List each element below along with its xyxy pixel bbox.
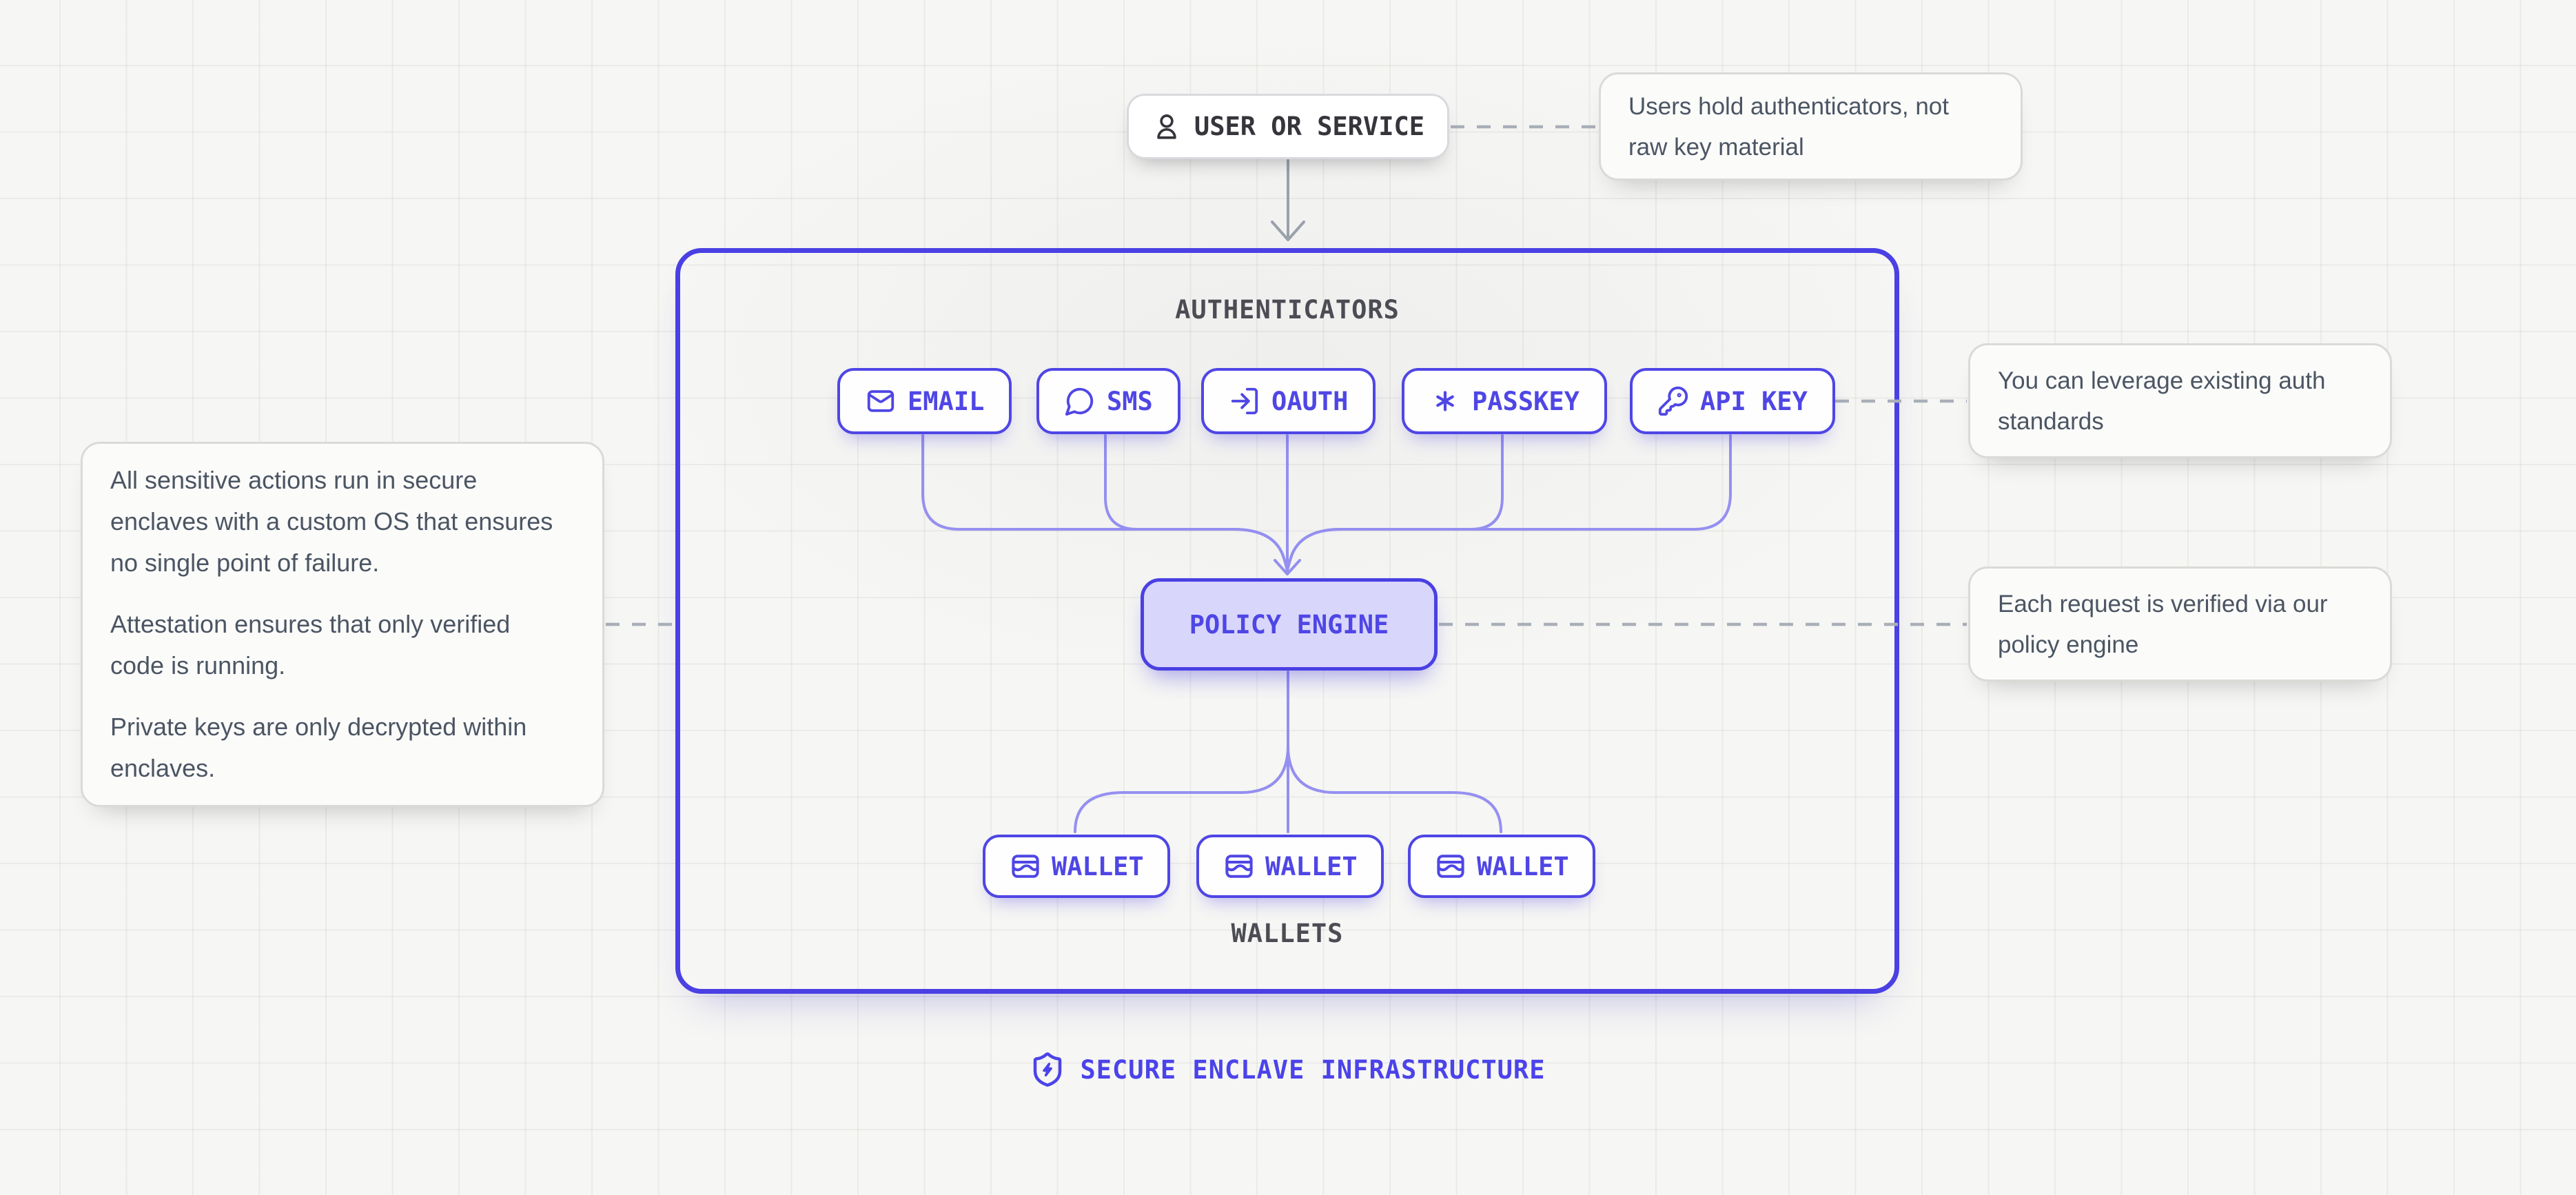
- auth-chip-label: API KEY: [1700, 386, 1808, 416]
- annotation-secure-enclaves: All sensitive actions run in secure encl…: [81, 442, 604, 807]
- login-arrow-icon: [1229, 385, 1260, 417]
- wallet-node[interactable]: WALLET: [983, 835, 1170, 898]
- annotation-text: Users hold authenticators, not raw key m…: [1628, 92, 1949, 161]
- dashed-links: [606, 125, 1967, 626]
- auth-chip-passkey[interactable]: PASSKEY: [1402, 368, 1607, 434]
- authenticators-title: AUTHENTICATORS: [1175, 295, 1400, 325]
- wallet-icon: [1009, 850, 1042, 883]
- user-to-box-arrow: [1271, 159, 1305, 241]
- auth-chip-label: SMS: [1107, 386, 1153, 416]
- annotation-paragraph: All sensitive actions run in secure encl…: [110, 466, 553, 577]
- auth-chip-sms[interactable]: SMS: [1036, 368, 1180, 434]
- annotation-paragraph: Private keys are only decrypted within e…: [110, 713, 527, 782]
- wallets-title: WALLETS: [1231, 919, 1344, 948]
- auth-chip-label: EMAIL: [908, 386, 985, 416]
- user-or-service-node[interactable]: USER OR SERVICE: [1127, 94, 1449, 159]
- secure-enclave-box: [675, 248, 1899, 994]
- auth-connectors: [921, 434, 1732, 575]
- wallet-icon: [1434, 850, 1467, 883]
- shield-bolt-icon: [1029, 1051, 1066, 1088]
- footer-label-text: SECURE ENCLAVE INFRASTRUCTURE: [1080, 1054, 1546, 1085]
- wallet-node[interactable]: WALLET: [1408, 835, 1595, 898]
- annotation-text: You can leverage existing auth standards: [1998, 367, 2326, 435]
- annotation-users-hold: Users hold authenticators, not raw key m…: [1599, 72, 2023, 181]
- auth-chip-label: OAUTH: [1271, 386, 1349, 416]
- annotation-auth-standards: You can leverage existing auth standards: [1968, 343, 2392, 458]
- asterisk-icon: [1429, 385, 1461, 417]
- auth-chip-email[interactable]: EMAIL: [837, 368, 1012, 434]
- auth-chip-api-key[interactable]: API KEY: [1630, 368, 1835, 434]
- annotation-policy-engine: Each request is verified via our policy …: [1968, 566, 2392, 682]
- user-icon: [1152, 112, 1182, 142]
- key-icon: [1657, 385, 1689, 417]
- wallet-connectors: [1074, 671, 1502, 833]
- message-bubble-icon: [1064, 385, 1096, 417]
- wallet-node[interactable]: WALLET: [1196, 835, 1384, 898]
- wallet-label: WALLET: [1477, 851, 1569, 881]
- policy-engine-node[interactable]: POLICY ENGINE: [1141, 578, 1438, 671]
- secure-enclave-footer: SECURE ENCLAVE INFRASTRUCTURE: [675, 1048, 1899, 1092]
- user-node-label: USER OR SERVICE: [1194, 112, 1425, 141]
- mail-icon: [865, 385, 897, 417]
- wallet-icon: [1223, 850, 1256, 883]
- policy-engine-label: POLICY ENGINE: [1189, 609, 1389, 640]
- annotation-text: Each request is verified via our policy …: [1998, 590, 2328, 658]
- wallet-label: WALLET: [1052, 851, 1144, 881]
- annotation-paragraph: Attestation ensures that only verified c…: [110, 610, 511, 680]
- auth-chip-label: PASSKEY: [1472, 386, 1580, 416]
- wallet-label: WALLET: [1265, 851, 1358, 881]
- auth-chip-oauth[interactable]: OAUTH: [1201, 368, 1376, 434]
